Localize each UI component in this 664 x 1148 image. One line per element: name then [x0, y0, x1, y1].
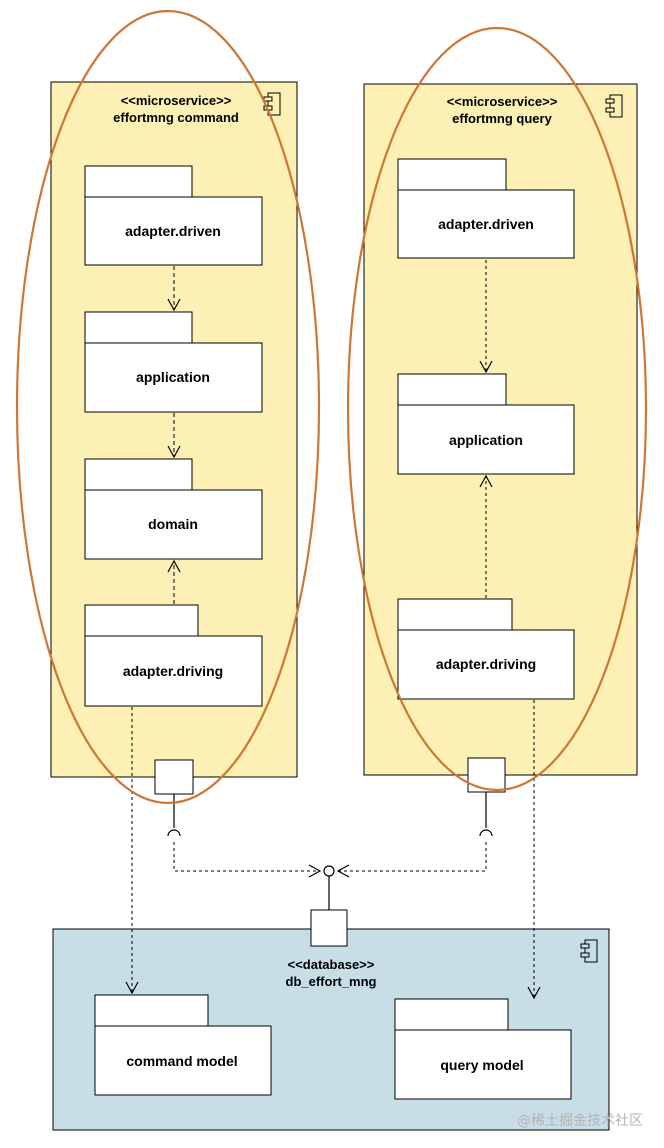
port: [467, 757, 506, 793]
dependency-arrow: [173, 842, 322, 878]
package-label: adapter.driven: [438, 216, 534, 232]
database-name: db_effort_mng: [286, 974, 377, 989]
package-label: application: [449, 432, 523, 448]
microservice-query-stereotype: <<microservice>>: [447, 94, 558, 109]
package-adapter-driven: adapter.driven: [397, 158, 575, 259]
package-adapter-driving: adapter.driving: [397, 598, 575, 700]
package-label: adapter.driven: [125, 223, 221, 239]
database-stereotype: <<database>>: [288, 957, 375, 972]
package-label: query model: [440, 1057, 523, 1073]
required-interface-socket: [167, 829, 181, 837]
package-application: application: [397, 373, 575, 475]
interface-connectors: [167, 792, 493, 910]
package-label: domain: [148, 516, 198, 532]
dependency-arrow: [336, 842, 487, 878]
package-command-model: command model: [94, 994, 272, 1096]
component-icon: [605, 94, 623, 118]
component-icon: [580, 939, 598, 963]
watermark: @稀土掘金技术社区: [517, 1113, 643, 1129]
package-label: adapter.driving: [436, 656, 536, 672]
package-query-model: query model: [394, 998, 572, 1100]
required-interface-socket: [479, 829, 493, 837]
microservice-command: <<microservice>> effortmng command adapt…: [50, 81, 298, 795]
package-adapter-driving: adapter.driving: [84, 604, 263, 707]
package-label: application: [136, 369, 210, 385]
database-component: <<database>> db_effort_mng command model…: [52, 909, 610, 1131]
microservice-command-name: effortmng command: [113, 110, 239, 125]
microservice-query: <<microservice>> effortmng query adapter…: [363, 83, 638, 793]
microservice-command-stereotype: <<microservice>>: [121, 93, 232, 108]
microservice-query-name: effortmng query: [452, 111, 552, 126]
highlight-ellipse-command: [15, 9, 321, 805]
package-adapter-driven: adapter.driven: [84, 165, 263, 266]
package-label: command model: [126, 1053, 237, 1069]
port: [310, 909, 348, 947]
provided-interface-ball: [323, 865, 335, 877]
package-label: adapter.driving: [123, 663, 223, 679]
highlight-ellipse-query: [346, 26, 648, 792]
package-domain: domain: [84, 458, 263, 560]
package-application: application: [84, 311, 263, 413]
port: [154, 759, 194, 795]
